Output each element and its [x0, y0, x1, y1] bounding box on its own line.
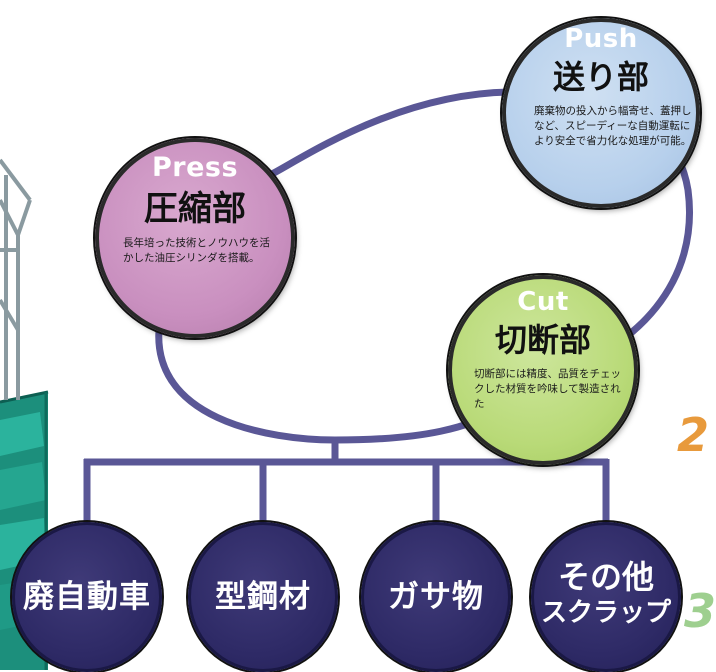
- cut-section-circle: Cut 切断部 切断部には精度、品質をチェックした材質を吟味して製造された: [448, 275, 638, 465]
- category-label: 型鋼材: [215, 579, 311, 615]
- cut-title: 切断部: [494, 321, 591, 359]
- push-title: 送り部: [552, 58, 649, 96]
- category-label-line2: スクラップ: [540, 598, 671, 628]
- press-description: 長年培った技術とノウハウを活かした油圧シリンダを搭載。: [123, 237, 270, 264]
- press-section-circle: Press 圧縮部 長年培った技術とノウハウを活かした油圧シリンダを搭載。: [95, 138, 295, 338]
- push-description: 廃棄物の投入から幅寄せ、蓋押しなど、スピーディーな自動運転により安全で省力化な処…: [534, 105, 692, 147]
- edge-number-3: 3: [684, 584, 716, 638]
- diagram-stage: Press 圧縮部 長年培った技術とノウハウを活かした油圧シリンダを搭載。 Pu…: [0, 18, 716, 672]
- category-section-steel: 型鋼材: [188, 522, 338, 672]
- cut-description: 切断部には精度、品質をチェックした材質を吟味して製造された: [474, 368, 621, 410]
- category-label-line1: その他: [557, 558, 654, 596]
- category-other-scrap: その他 スクラップ: [531, 522, 681, 672]
- push-section-circle: Push 送り部 廃棄物の投入から幅寄せ、蓋押しなど、スピーディーな自動運転によ…: [502, 18, 700, 208]
- press-title: 圧縮部: [144, 189, 246, 229]
- push-english-label: Push: [564, 24, 638, 54]
- edge-number-2: 2: [677, 408, 710, 462]
- press-english-label: Press: [151, 152, 239, 183]
- category-bulky-items: ガサ物: [361, 522, 511, 672]
- cut-english-label: Cut: [517, 287, 569, 317]
- category-scrap-cars: 廃自動車: [12, 522, 162, 672]
- category-label: ガサ物: [388, 579, 484, 615]
- category-label: 廃自動車: [23, 579, 151, 615]
